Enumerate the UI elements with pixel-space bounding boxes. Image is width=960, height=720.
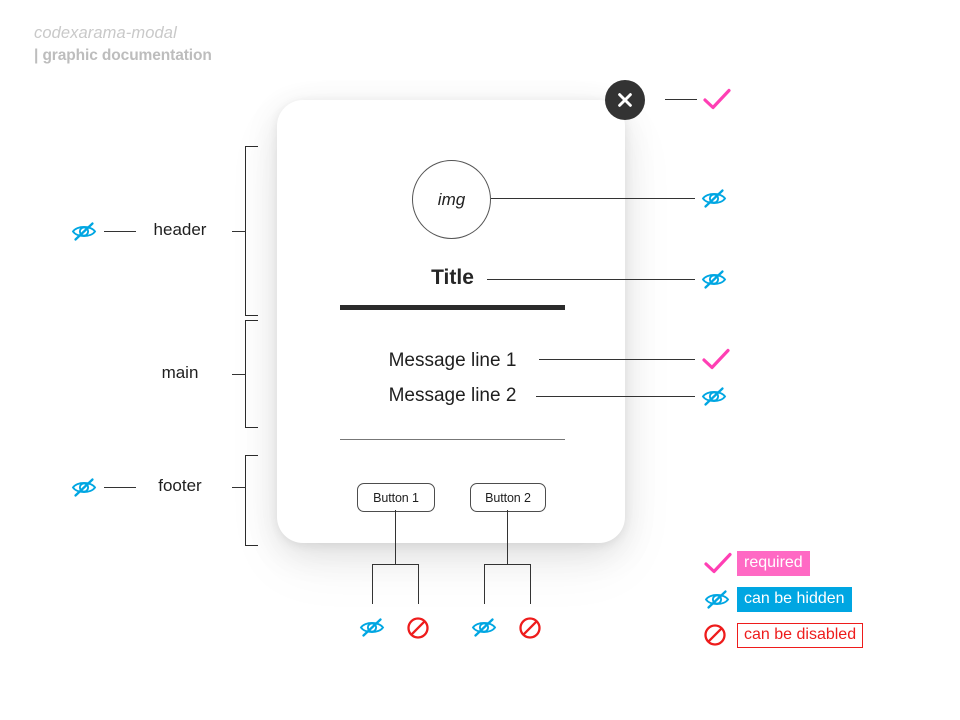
leader-line-main-bracket — [232, 374, 246, 375]
modal-close-button[interactable] — [605, 80, 645, 120]
modal-button-1[interactable]: Button 1 — [357, 483, 435, 512]
section-label-footer: footer — [158, 476, 202, 495]
legend-label-disabled: can be disabled — [737, 622, 864, 648]
close-x-icon — [616, 91, 634, 109]
disabled-icon-button-1 — [406, 616, 430, 640]
tree-branch-button-2-hidden — [484, 564, 485, 604]
eye-hidden-icon-button-1 — [358, 615, 386, 639]
legend-label-hidden: can be hidden — [737, 586, 852, 612]
tree-stem-button-2 — [507, 510, 508, 564]
modal-title: Title — [431, 266, 474, 289]
eye-hidden-icon-title — [700, 267, 728, 291]
modal-message-line-1: Message line 1 — [388, 350, 517, 371]
leader-line-message-2 — [536, 396, 695, 397]
eye-hidden-icon-legend — [703, 587, 737, 611]
tree-branch-button-1-disabled — [418, 564, 419, 604]
check-icon-legend — [703, 550, 737, 576]
check-icon-close — [702, 86, 732, 112]
modal-button-1-label: Button 1 — [373, 490, 419, 505]
image-placeholder-label: img — [437, 189, 466, 209]
bracket-footer — [245, 455, 258, 546]
legend-item-disabled: can be disabled — [703, 617, 953, 653]
tree-bar-button-1 — [372, 564, 419, 565]
section-label-header: header — [153, 220, 207, 239]
bracket-main — [245, 320, 258, 428]
leader-line-title — [487, 279, 695, 280]
eye-hidden-icon-message-2 — [700, 384, 728, 408]
eye-hidden-icon-header — [70, 219, 98, 243]
disabled-icon-button-2 — [518, 616, 542, 640]
leader-line-message-1 — [539, 359, 695, 360]
modal-image-placeholder: img — [412, 160, 491, 239]
tree-branch-button-2-disabled — [530, 564, 531, 604]
leader-line-header-icon — [104, 231, 136, 232]
title-underline-rule — [340, 305, 565, 310]
bracket-header — [245, 146, 258, 316]
footer-divider — [340, 439, 565, 440]
brand-title: codexarama-modal — [34, 24, 177, 42]
leader-line-footer-icon — [104, 487, 136, 488]
check-icon-message-1 — [701, 346, 731, 372]
section-label-main: main — [161, 363, 199, 382]
leader-line-header-bracket — [232, 231, 246, 232]
modal-button-2[interactable]: Button 2 — [470, 483, 546, 512]
eye-hidden-icon-image — [700, 186, 728, 210]
legend-item-hidden: can be hidden — [703, 581, 953, 617]
legend: required can be hidden can be disabled — [703, 545, 953, 653]
eye-hidden-icon-footer — [70, 475, 98, 499]
leader-line-footer-bracket — [232, 487, 246, 488]
leader-line-image — [491, 198, 695, 199]
tree-branch-button-1-hidden — [372, 564, 373, 604]
legend-item-required: required — [703, 545, 953, 581]
disabled-icon-legend — [703, 623, 737, 647]
legend-label-required: required — [737, 550, 810, 576]
tree-bar-button-2 — [484, 564, 531, 565]
leader-line-close — [665, 99, 697, 100]
modal-button-2-label: Button 2 — [485, 490, 531, 505]
brand-block: codexarama-modal | graphic documentation — [34, 22, 454, 67]
brand-subtitle: | graphic documentation — [34, 47, 212, 65]
eye-hidden-icon-button-2 — [470, 615, 498, 639]
tree-stem-button-1 — [395, 510, 396, 564]
modal-message-line-2: Message line 2 — [388, 385, 517, 406]
